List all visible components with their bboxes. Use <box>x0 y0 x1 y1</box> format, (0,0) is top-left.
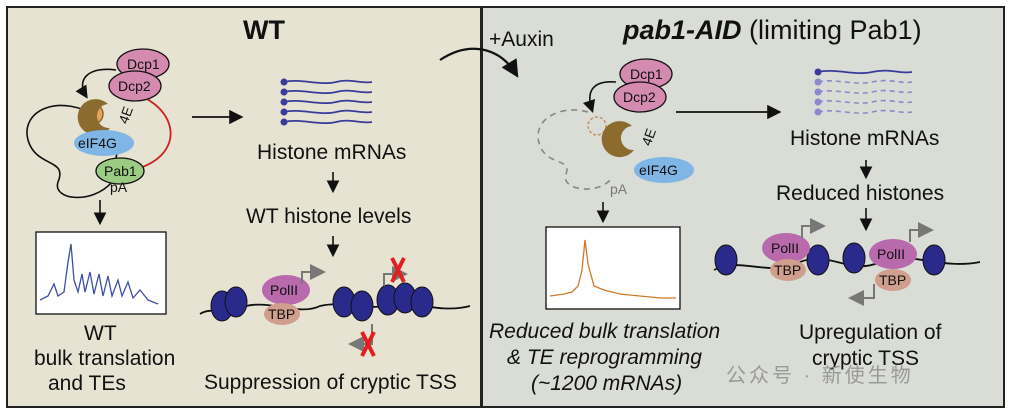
wt-dcp1-label: Dcp1 <box>127 56 160 72</box>
wt-decapping-arrow <box>75 68 117 99</box>
wt-panel <box>6 6 482 408</box>
wt-block-x-icon-top <box>390 257 406 283</box>
aid-eif4g-shape <box>634 157 694 183</box>
wt-dcp2-label: Dcp2 <box>118 78 151 94</box>
wt-outcome-line3: and TEs <box>48 372 126 395</box>
aid-histone-mrna-icon <box>817 79 913 114</box>
aid-tbp-shape-1 <box>770 259 806 281</box>
wt-cryptic-tss-arrow-down <box>348 324 373 352</box>
aid-tbp-label-1: TBP <box>774 262 802 278</box>
aid-title-gene: pab1-AID <box>623 15 742 45</box>
wt-eif4g-label: eIF4G <box>78 135 117 151</box>
wt-outcome-line1: WT <box>84 322 117 345</box>
aid-histone-levels-label: Reduced histones <box>776 182 945 205</box>
wt-pab1-label: Pab1 <box>104 163 137 179</box>
aid-tss-arrow-2 <box>909 222 934 242</box>
wt-nucleosomes <box>210 282 434 322</box>
auxin-transition-arrow <box>439 47 519 78</box>
wt-polysome-box <box>35 231 167 315</box>
aid-polii-shape-1 <box>762 233 810 263</box>
wt-block-x-icon-bottom <box>360 331 376 357</box>
aid-dcp2-shape <box>613 81 667 113</box>
aid-outcome-line1: Reduced bulk translation <box>489 320 721 343</box>
wt-polya-label: pA <box>110 179 128 195</box>
wt-polii-label: PolII <box>270 282 299 298</box>
wt-chromatin-outcome: Suppression of cryptic TSS <box>204 371 457 394</box>
aid-decapping-arrow <box>582 81 617 114</box>
aid-dcp1-label: Dcp1 <box>630 66 663 82</box>
wt-title: WT <box>243 15 285 45</box>
wt-tbp-label: TBP <box>268 306 296 322</box>
aid-chromatin-line1: Upregulation of <box>799 321 942 344</box>
wt-tbp-shape <box>264 303 300 325</box>
aid-histone-mrna-caps <box>814 68 822 116</box>
aid-4e-crescent-icon <box>601 121 634 158</box>
aid-polii-label-2: PolII <box>877 246 906 262</box>
aid-histone-mrnas-label: Histone mRNAs <box>790 127 940 150</box>
aid-polysome-box <box>545 226 681 310</box>
wt-histone-mrna-icon <box>283 79 373 125</box>
aid-dcp2-label: Dcp2 <box>623 89 656 105</box>
aid-polysome-trace <box>549 239 676 299</box>
pab1-aid-panel <box>482 6 1005 408</box>
wt-4e-crescent-icon <box>77 99 110 136</box>
aid-tbp-label-2: TBP <box>879 272 907 288</box>
aid-tbp-shape-2 <box>875 269 911 291</box>
wt-eif4g-shape <box>74 130 134 156</box>
auxin-label: +Auxin <box>489 28 554 51</box>
aid-polya-label: pA <box>610 181 628 197</box>
wt-histone-levels-label: WT histone levels <box>246 205 412 228</box>
wt-histone-mrnas-label: Histone mRNAs <box>257 141 407 164</box>
wt-pab1-shape <box>95 157 145 185</box>
watermark: 公众号 · 新使生物 <box>726 365 914 387</box>
wt-inhibition-line <box>121 89 172 169</box>
aid-histone-mrna-full <box>817 69 913 75</box>
aid-mrna-loop-icon <box>537 109 613 190</box>
aid-title: pab1-AID (limiting Pab1) <box>623 17 922 44</box>
aid-title-rest: (limiting Pab1) <box>741 15 922 45</box>
wt-polii-shape <box>262 275 310 305</box>
wt-histone-mrna-caps <box>280 78 288 126</box>
aid-cap-icon <box>587 116 607 136</box>
wt-tss-arrow <box>301 264 326 284</box>
aid-eif4g-label: eIF4G <box>639 162 678 178</box>
aid-nucleosomes <box>714 242 946 276</box>
aid-outcome-line3: (~1200 mRNAs) <box>531 372 683 395</box>
aid-polii-label-1: PolII <box>771 240 800 256</box>
aid-chromatin-line2: cryptic TSS <box>812 347 919 370</box>
aid-tss-arrow-3 <box>848 284 875 306</box>
wt-outcome-line2: bulk translation <box>34 347 176 370</box>
wt-dcp2-shape <box>108 70 162 102</box>
aid-polii-shape-2 <box>869 239 917 269</box>
aid-outcome-line2: & TE reprogramming <box>507 346 702 369</box>
wt-polysome-trace <box>39 243 159 305</box>
aid-tss-arrow-1 <box>801 218 826 238</box>
